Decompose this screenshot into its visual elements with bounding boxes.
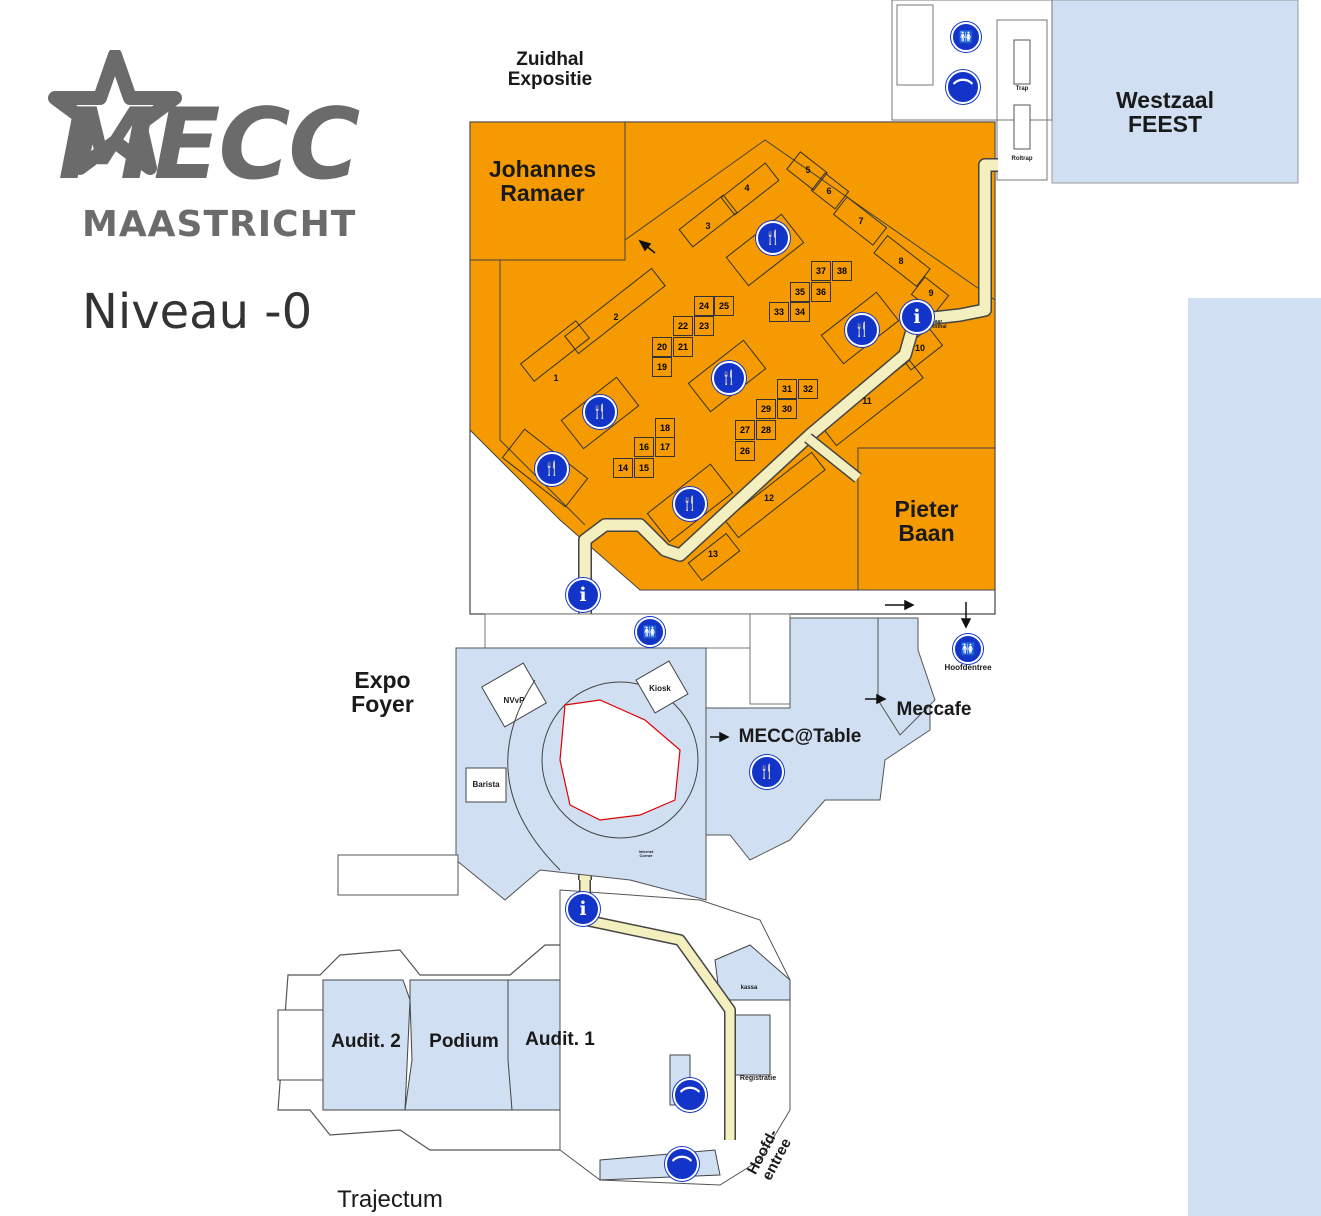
booth-23: 23 xyxy=(694,316,714,336)
booth-15: 15 xyxy=(634,458,654,478)
registratie-label: Registratie xyxy=(739,1075,777,1082)
johannes-ramaer-room xyxy=(469,121,626,261)
zuidhal-label: Zuidhal Expositie xyxy=(507,49,593,90)
booth-18: 18 xyxy=(655,418,675,438)
booth-21: 21 xyxy=(673,337,693,357)
nvvp-label: NVvP xyxy=(503,696,525,705)
restaurant-icon[interactable]: 🍴 xyxy=(535,452,569,486)
cloakroom-icon[interactable]: ⌒ xyxy=(665,1147,699,1181)
westzaal-area xyxy=(1051,0,1299,184)
audit1-label: Audit. 1 xyxy=(525,1029,595,1050)
booth-16: 16 xyxy=(634,437,654,457)
booth-25: 25 xyxy=(714,296,734,316)
westzaal-label: Westzaal FEEST xyxy=(1115,87,1214,138)
booth-13: 13 xyxy=(707,549,718,559)
expo-foyer-label: Expo Foyer xyxy=(351,667,414,718)
info-icon[interactable]: i xyxy=(566,578,600,612)
mecc-logo-star-icon xyxy=(48,50,182,175)
booth-36: 36 xyxy=(811,282,831,302)
booth-4: 4 xyxy=(744,183,750,193)
booth-10: 10 xyxy=(914,343,925,353)
booth-35: 35 xyxy=(790,282,810,302)
level-title: Niveau -0 xyxy=(82,284,313,340)
booth-33: 33 xyxy=(769,302,789,322)
cloakroom-icon[interactable]: ⌒ xyxy=(946,70,980,104)
logo-name: MECC xyxy=(58,88,360,202)
toilet-icon[interactable]: 🚻 xyxy=(635,617,665,647)
booth-9: 9 xyxy=(928,288,934,298)
booth-20: 20 xyxy=(652,337,672,357)
restaurant-icon[interactable]: 🍴 xyxy=(756,221,790,255)
booth-31: 31 xyxy=(777,379,797,399)
restaurant-icon[interactable]: 🍴 xyxy=(750,755,784,789)
restaurant-icon[interactable]: 🍴 xyxy=(583,395,617,429)
barista-label: Barista xyxy=(472,780,500,789)
restaurant-icon[interactable]: 🍴 xyxy=(673,487,707,521)
toilet-icon[interactable]: 🚻 xyxy=(953,634,983,664)
logo-subtitle: MAASTRICHT xyxy=(82,204,357,245)
booth-14: 14 xyxy=(613,458,633,478)
restaurant-icon[interactable]: 🍴 xyxy=(712,361,746,395)
booth-7: 7 xyxy=(858,216,864,226)
toilet-icon[interactable]: 🚻 xyxy=(951,22,981,52)
booth-30: 30 xyxy=(777,399,797,419)
booth-5: 5 xyxy=(805,165,811,175)
hoofdentree-small-label: Hoofdentree xyxy=(944,663,992,672)
booth-29: 29 xyxy=(756,399,776,419)
podium-label: Podium xyxy=(429,1031,499,1052)
mecc-table-label: MECC@Table xyxy=(738,726,862,747)
booth-2: 2 xyxy=(613,312,619,322)
meccafe-label: Meccafe xyxy=(896,699,972,720)
booth-22: 22 xyxy=(673,316,693,336)
pieter-baan-room xyxy=(857,447,996,591)
restaurant-icon[interactable]: 🍴 xyxy=(845,313,879,347)
trajectum-label: Trajectum xyxy=(337,1186,443,1213)
booth-26: 26 xyxy=(735,441,755,461)
booth-11: 11 xyxy=(862,396,872,406)
info-icon[interactable]: i xyxy=(566,892,600,926)
booth-6: 6 xyxy=(826,186,832,196)
booth-37: 37 xyxy=(811,261,831,281)
right-blue-zone xyxy=(1188,298,1321,1216)
audit2-label: Audit. 2 xyxy=(331,1031,401,1052)
trap-label: Trap xyxy=(1015,86,1029,92)
cloakroom-icon[interactable]: ⌒ xyxy=(673,1078,707,1112)
roltrap-label: Roltrap xyxy=(1011,156,1033,162)
booth-3: 3 xyxy=(705,221,711,231)
booth-28: 28 xyxy=(756,420,776,440)
booth-19: 19 xyxy=(652,357,672,377)
naar-westhal-label: naar Westhal xyxy=(927,319,947,331)
mecc-table-area xyxy=(705,617,931,861)
booth-32: 32 xyxy=(798,379,818,399)
booth-24: 24 xyxy=(694,296,714,316)
booth-34: 34 xyxy=(790,302,810,322)
info-icon[interactable]: i xyxy=(900,300,934,334)
booth-1: 1 xyxy=(553,373,559,383)
kiosk-label: Kiosk xyxy=(649,684,671,693)
audit2-area xyxy=(322,979,411,1111)
johannes-ramaer-label: Johannes Ramaer xyxy=(488,156,597,207)
kassa-label: kassa xyxy=(740,985,758,991)
internet-corner-label: Internet Corner xyxy=(638,849,654,859)
booth-38: 38 xyxy=(832,261,852,281)
booth-12: 12 xyxy=(763,493,774,503)
booth-17: 17 xyxy=(655,437,675,457)
pieter-baan-label: Pieter Baan xyxy=(894,496,959,547)
booth-27: 27 xyxy=(735,420,755,440)
booth-8: 8 xyxy=(898,256,904,266)
